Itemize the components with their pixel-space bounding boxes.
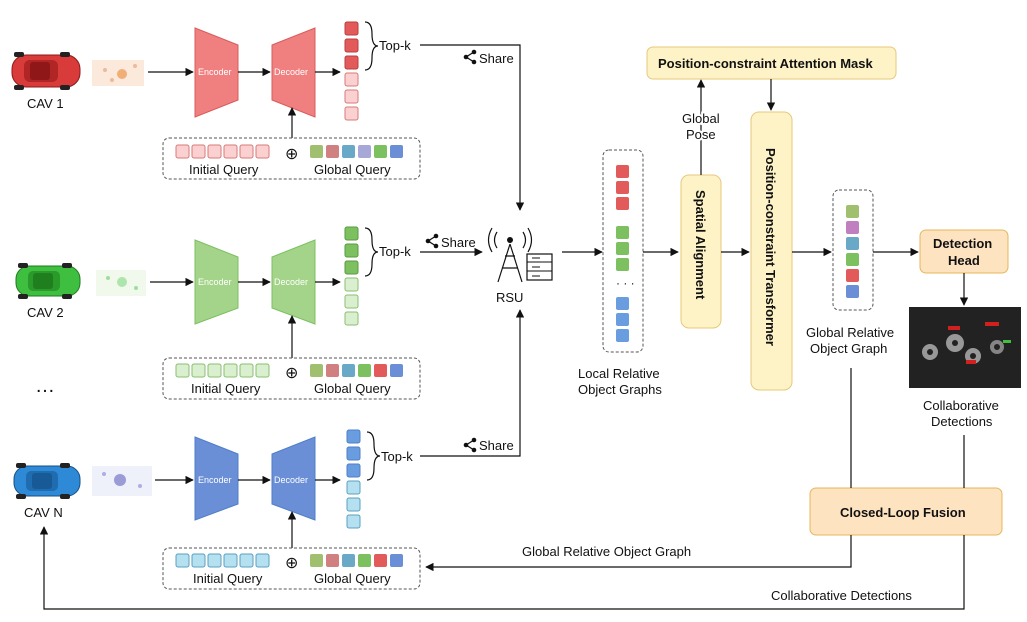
- bottom-collab-label: Collaborative Detections: [771, 588, 912, 603]
- global-query: [310, 554, 403, 567]
- bottom-global-graph-label: Global Relative Object Graph: [522, 544, 691, 559]
- attention-mask-label: Position-constraint Attention Mask: [658, 56, 874, 71]
- encoder-label: Encoder: [198, 277, 232, 287]
- initial-query-label: Initial Query: [191, 381, 261, 396]
- decoder-label: Decoder: [274, 67, 308, 77]
- encoder-block: [194, 436, 239, 521]
- rsu-label: RSU: [496, 290, 523, 305]
- global-query-label: Global Query: [314, 162, 391, 177]
- initial-query: [175, 144, 270, 159]
- point-cloud-icon: [92, 466, 152, 496]
- car-icon: [15, 263, 81, 299]
- oplus-icon: ⊕: [285, 365, 298, 382]
- global-pose-label-1: Global: [682, 111, 720, 126]
- car-icon: [13, 463, 81, 499]
- encoder-label: Encoder: [198, 475, 232, 485]
- initial-query-label: Initial Query: [189, 162, 259, 177]
- topk-label: Top-k: [379, 244, 411, 259]
- point-cloud-icon: [96, 270, 146, 296]
- detection-head-label-2: Head: [948, 253, 980, 268]
- global-graph-nodes: [846, 205, 859, 298]
- global-graph-label-2: Object Graph: [810, 341, 887, 356]
- share-icon: [463, 49, 477, 65]
- encoder-label: Encoder: [198, 67, 232, 77]
- decoder-label: Decoder: [274, 475, 308, 485]
- share-icon: [463, 437, 477, 453]
- point-cloud-icon: [92, 60, 144, 86]
- topk-queries: [344, 226, 359, 326]
- decoder-label: Decoder: [274, 277, 308, 287]
- collab-det-label-1: Collaborative: [923, 398, 999, 413]
- agent-label: CAV 1: [27, 96, 64, 111]
- topk-label: Top-k: [379, 38, 411, 53]
- rsu-icon: [487, 227, 553, 283]
- topk-queries: [344, 21, 359, 121]
- query-box: [162, 137, 421, 180]
- global-query-label: Global Query: [314, 381, 391, 396]
- detection-head-label-1: Detection: [933, 236, 992, 251]
- agent-label: CAV N: [24, 505, 63, 520]
- decoder-block: [271, 436, 316, 521]
- pc-transformer-block: [750, 111, 793, 391]
- local-graph-nodes: · · ·: [616, 165, 635, 342]
- car-icon: [11, 52, 81, 90]
- share-label: Share: [479, 438, 514, 453]
- local-graphs-label-2: Object Graphs: [578, 382, 662, 397]
- collab-det-label-2: Detections: [931, 414, 993, 429]
- cav-n-row: CAV N Encoder Decoder Top-k: [13, 309, 525, 590]
- global-query: [310, 364, 403, 377]
- decoder-block: [271, 239, 316, 325]
- oplus-icon: ⊕: [285, 555, 298, 572]
- cav-2-row: CAV 2 Encoder Decoder Top-k: [15, 226, 483, 400]
- agent-label: CAV 2: [27, 305, 64, 320]
- global-query-label: Global Query: [314, 571, 391, 586]
- oplus-icon: ⊕: [285, 146, 298, 163]
- topk-label: Top-k: [381, 449, 413, 464]
- global-query: [310, 145, 403, 158]
- share-label: Share: [441, 235, 476, 250]
- local-graphs-label-1: Local Relative: [578, 366, 660, 381]
- query-box: [162, 547, 421, 590]
- query-box: [162, 357, 421, 400]
- encoder-block: [194, 239, 239, 325]
- initial-query: [175, 553, 270, 568]
- spatial-alignment-label: Spatial Alignment: [693, 190, 708, 300]
- share-icon: [425, 233, 439, 249]
- detections-image: [909, 307, 1021, 388]
- cav-1-row: CAV 1 Encoder Decoder Top-k: [11, 21, 525, 211]
- closed-loop-fusion-block: [809, 487, 1003, 536]
- decoder-block: [271, 27, 316, 118]
- closed-loop-fusion-label: Closed-Loop Fusion: [840, 505, 966, 520]
- encoder-block: [194, 27, 239, 118]
- agents-ellipsis: …: [35, 375, 55, 397]
- global-graph-box: [832, 189, 874, 311]
- initial-query: [175, 363, 270, 378]
- svg-text:· · ·: · · ·: [616, 276, 635, 290]
- pc-transformer-label: Position-constraint Transformer: [763, 148, 778, 346]
- local-graphs-box: [602, 149, 644, 353]
- initial-query-label: Initial Query: [193, 571, 263, 586]
- global-graph-label-1: Global Relative: [806, 325, 894, 340]
- global-pose-label-2: Pose: [686, 127, 716, 142]
- share-label: Share: [479, 51, 514, 66]
- topk-queries: [346, 429, 361, 529]
